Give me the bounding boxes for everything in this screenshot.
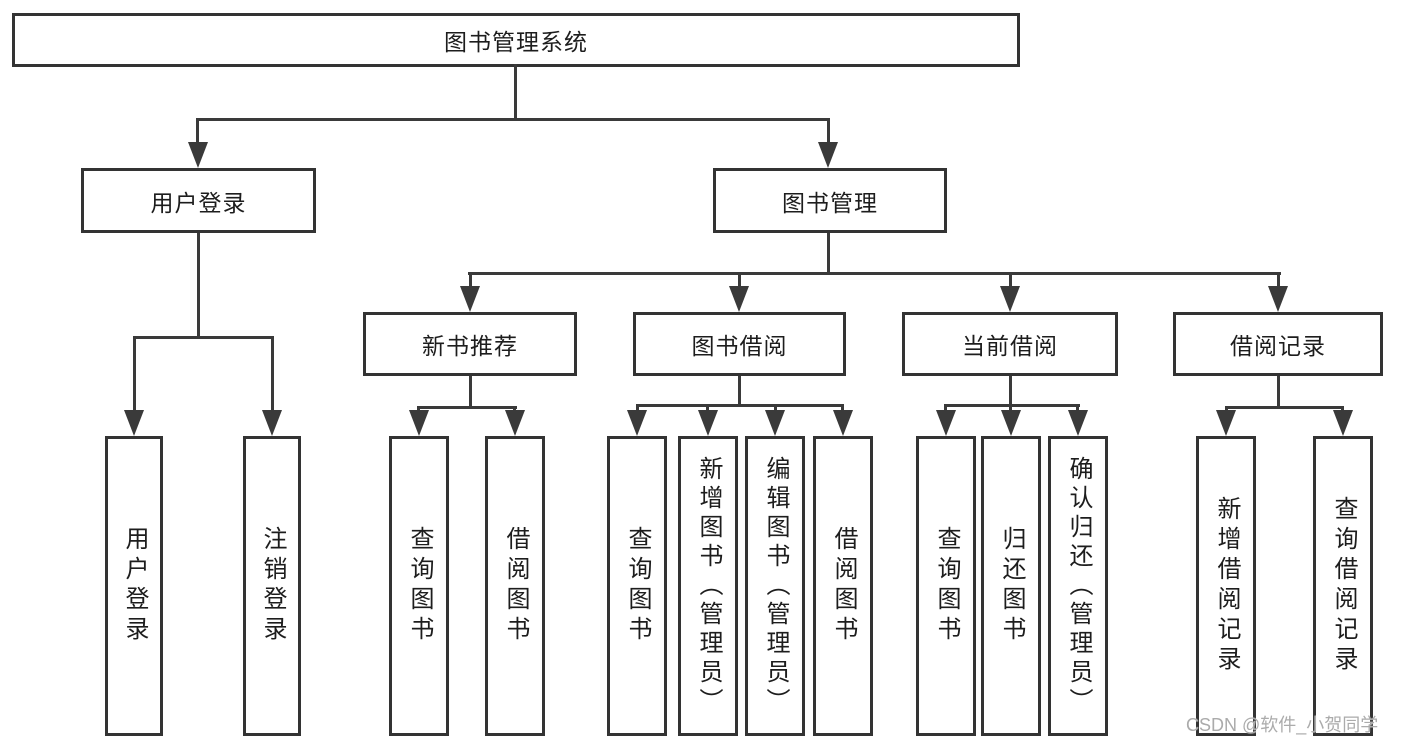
leaf-logout-label: 注销登录 bbox=[259, 526, 286, 646]
leaf-query-book-current: 查询图书 bbox=[916, 436, 976, 736]
connector-line bbox=[944, 404, 1080, 407]
leaf-confirm-return-admin: 确认归还（管理员） bbox=[1048, 436, 1108, 736]
connector-line bbox=[271, 336, 274, 412]
arrow-down-icon bbox=[698, 410, 718, 436]
connector-line bbox=[133, 336, 274, 339]
arrow-down-icon bbox=[262, 410, 282, 436]
connector-line bbox=[514, 64, 517, 121]
leaf-add-borrow-record-label: 新增借阅记录 bbox=[1213, 496, 1240, 676]
arrow-down-icon bbox=[936, 410, 956, 436]
arrow-down-icon bbox=[627, 410, 647, 436]
connector-line bbox=[1225, 406, 1344, 409]
node-book-borrow-label: 图书借阅 bbox=[691, 333, 788, 359]
arrow-down-icon bbox=[1333, 410, 1353, 436]
connector-line bbox=[1009, 376, 1012, 407]
leaf-query-borrow-record: 查询借阅记录 bbox=[1313, 436, 1373, 736]
arrow-down-icon bbox=[729, 286, 749, 312]
leaf-confirm-return-admin-label: 确认归还（管理员） bbox=[1065, 455, 1092, 717]
leaf-return-book-label: 归还图书 bbox=[998, 526, 1025, 646]
connector-line bbox=[417, 406, 517, 409]
leaf-logout: 注销登录 bbox=[243, 436, 301, 736]
connector-line bbox=[133, 336, 136, 412]
connector-line bbox=[706, 404, 709, 412]
arrow-down-icon bbox=[1001, 410, 1021, 436]
connector-line bbox=[513, 406, 516, 412]
connector-line bbox=[417, 406, 420, 412]
connector-line bbox=[197, 233, 200, 339]
connector-line bbox=[1277, 376, 1280, 409]
connector-line bbox=[469, 376, 472, 409]
node-user-login-label: 用户登录 bbox=[150, 189, 247, 216]
node-current-borrow: 当前借阅 bbox=[902, 312, 1118, 376]
watermark-text: CSDN @软件_小贺同学 bbox=[1186, 715, 1379, 735]
connector-line bbox=[1225, 406, 1228, 412]
arrow-down-icon bbox=[1000, 286, 1020, 312]
connector-line bbox=[1076, 404, 1079, 412]
connector-line bbox=[1009, 404, 1012, 412]
leaf-query-book-newbook-label: 查询图书 bbox=[406, 526, 433, 646]
arrow-down-icon bbox=[818, 142, 838, 168]
connector-line bbox=[468, 272, 1281, 275]
leaf-query-book-current-label: 查询图书 bbox=[933, 526, 960, 646]
leaf-borrow-book-newbook: 借阅图书 bbox=[485, 436, 545, 736]
connector-line bbox=[944, 404, 947, 412]
arrow-down-icon bbox=[505, 410, 525, 436]
node-user-login: 用户登录 bbox=[81, 168, 316, 233]
arrow-down-icon bbox=[124, 410, 144, 436]
arrow-down-icon bbox=[1068, 410, 1088, 436]
leaf-borrow-book-newbook-label: 借阅图书 bbox=[502, 526, 529, 646]
leaf-query-book-newbook: 查询图书 bbox=[389, 436, 449, 736]
leaf-add-book-admin: 新增图书（管理员） bbox=[678, 436, 738, 736]
node-root-label: 图书管理系统 bbox=[444, 29, 588, 55]
leaf-return-book: 归还图书 bbox=[981, 436, 1041, 736]
arrow-down-icon bbox=[765, 410, 785, 436]
node-current-borrow-label: 当前借阅 bbox=[962, 333, 1058, 359]
arrow-down-icon bbox=[1216, 410, 1236, 436]
connector-line bbox=[827, 233, 830, 274]
leaf-add-borrow-record: 新增借阅记录 bbox=[1196, 436, 1256, 736]
leaf-query-book-borrow-label: 查询图书 bbox=[624, 526, 651, 646]
connector-line bbox=[738, 272, 741, 288]
leaf-query-book-borrow: 查询图书 bbox=[607, 436, 667, 736]
connector-line bbox=[841, 404, 844, 412]
arrow-down-icon bbox=[409, 410, 429, 436]
arrow-down-icon bbox=[1268, 286, 1288, 312]
connector-line bbox=[636, 404, 639, 412]
leaf-user-login-label: 用户登录 bbox=[121, 526, 148, 646]
leaf-borrow-book-borrow-label: 借阅图书 bbox=[830, 526, 857, 646]
connector-line bbox=[827, 118, 830, 146]
connector-line bbox=[738, 376, 741, 407]
leaf-user-login: 用户登录 bbox=[105, 436, 163, 736]
node-root: 图书管理系统 bbox=[12, 13, 1020, 67]
node-book-management: 图书管理 bbox=[713, 168, 947, 233]
connector-line bbox=[469, 272, 472, 288]
node-new-book-recommend: 新书推荐 bbox=[363, 312, 577, 376]
leaf-query-borrow-record-label: 查询借阅记录 bbox=[1330, 496, 1357, 676]
connector-line bbox=[1277, 272, 1280, 288]
leaf-borrow-book-borrow: 借阅图书 bbox=[813, 436, 873, 736]
connector-line bbox=[1009, 272, 1012, 288]
node-borrow-record: 借阅记录 bbox=[1173, 312, 1383, 376]
leaf-edit-book-admin: 编辑图书（管理员） bbox=[745, 436, 805, 736]
node-book-borrow: 图书借阅 bbox=[633, 312, 846, 376]
node-borrow-record-label: 借阅记录 bbox=[1230, 333, 1326, 359]
node-new-book-recommend-label: 新书推荐 bbox=[422, 333, 518, 359]
connector-line bbox=[1341, 406, 1344, 412]
arrow-down-icon bbox=[188, 142, 208, 168]
leaf-edit-book-admin-label: 编辑图书（管理员） bbox=[762, 455, 789, 717]
connector-line bbox=[196, 118, 199, 146]
arrow-down-icon bbox=[833, 410, 853, 436]
connector-line bbox=[636, 404, 844, 407]
connector-line bbox=[196, 118, 830, 121]
connector-line bbox=[774, 404, 777, 412]
node-book-management-label: 图书管理 bbox=[782, 189, 878, 216]
arrow-down-icon bbox=[460, 286, 480, 312]
leaf-add-book-admin-label: 新增图书（管理员） bbox=[695, 455, 722, 717]
